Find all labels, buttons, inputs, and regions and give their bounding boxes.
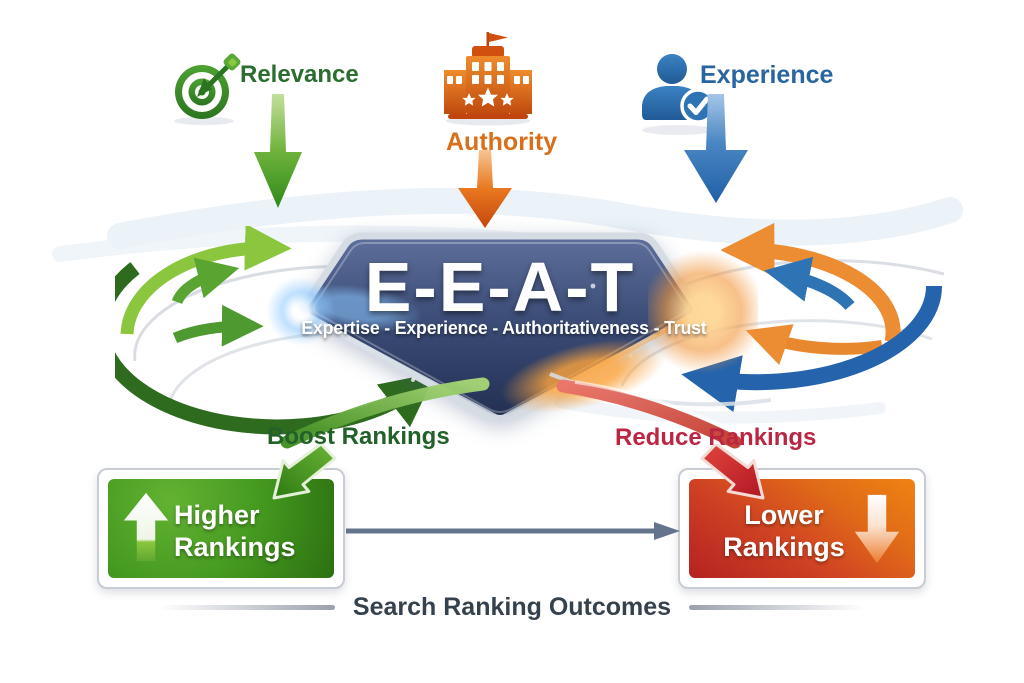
box-connector-arrow [346, 522, 680, 540]
higher-rankings-text: Higher Rankings [174, 500, 296, 562]
authority-down-arrow [458, 150, 512, 228]
footer-right-line [689, 605, 865, 610]
higher-rankings-box: Higher Rankings [97, 468, 345, 589]
badge-subtitle: Expertise - Experience - Authoritativene… [301, 317, 707, 338]
footer-title: Search Ranking Outcomes [352, 593, 672, 621]
relevance-down-arrow [254, 94, 302, 208]
user-check-icon [642, 54, 716, 135]
boost-rankings-label: Boost Rankings [267, 423, 450, 450]
reduce-arrow-into-box [700, 444, 765, 500]
experience-down-arrow [684, 94, 748, 203]
down-arrow-icon [854, 494, 900, 564]
boost-arrow-into-box [272, 444, 337, 500]
badge-acronym: E-E-A-T [364, 248, 636, 326]
footer: Search Ranking Outcomes [0, 593, 1024, 622]
factor-label-experience: Experience [700, 61, 834, 89]
lower-rankings-text: Lower Rankings [723, 500, 845, 562]
target-icon [174, 53, 241, 125]
reduce-flow-swath [549, 372, 772, 449]
lower-rankings-box: Lower Rankings [678, 468, 926, 589]
factor-label-relevance: Relevance [240, 61, 359, 88]
lower-rankings-box-face: Lower Rankings [689, 479, 915, 578]
factor-label-authority: Authority [446, 128, 558, 156]
up-arrow-icon [123, 492, 169, 562]
institution-icon [444, 32, 532, 126]
footer-left-line [159, 605, 335, 610]
higher-rankings-box-face: Higher Rankings [108, 479, 334, 578]
boost-flow-swath [280, 377, 490, 449]
